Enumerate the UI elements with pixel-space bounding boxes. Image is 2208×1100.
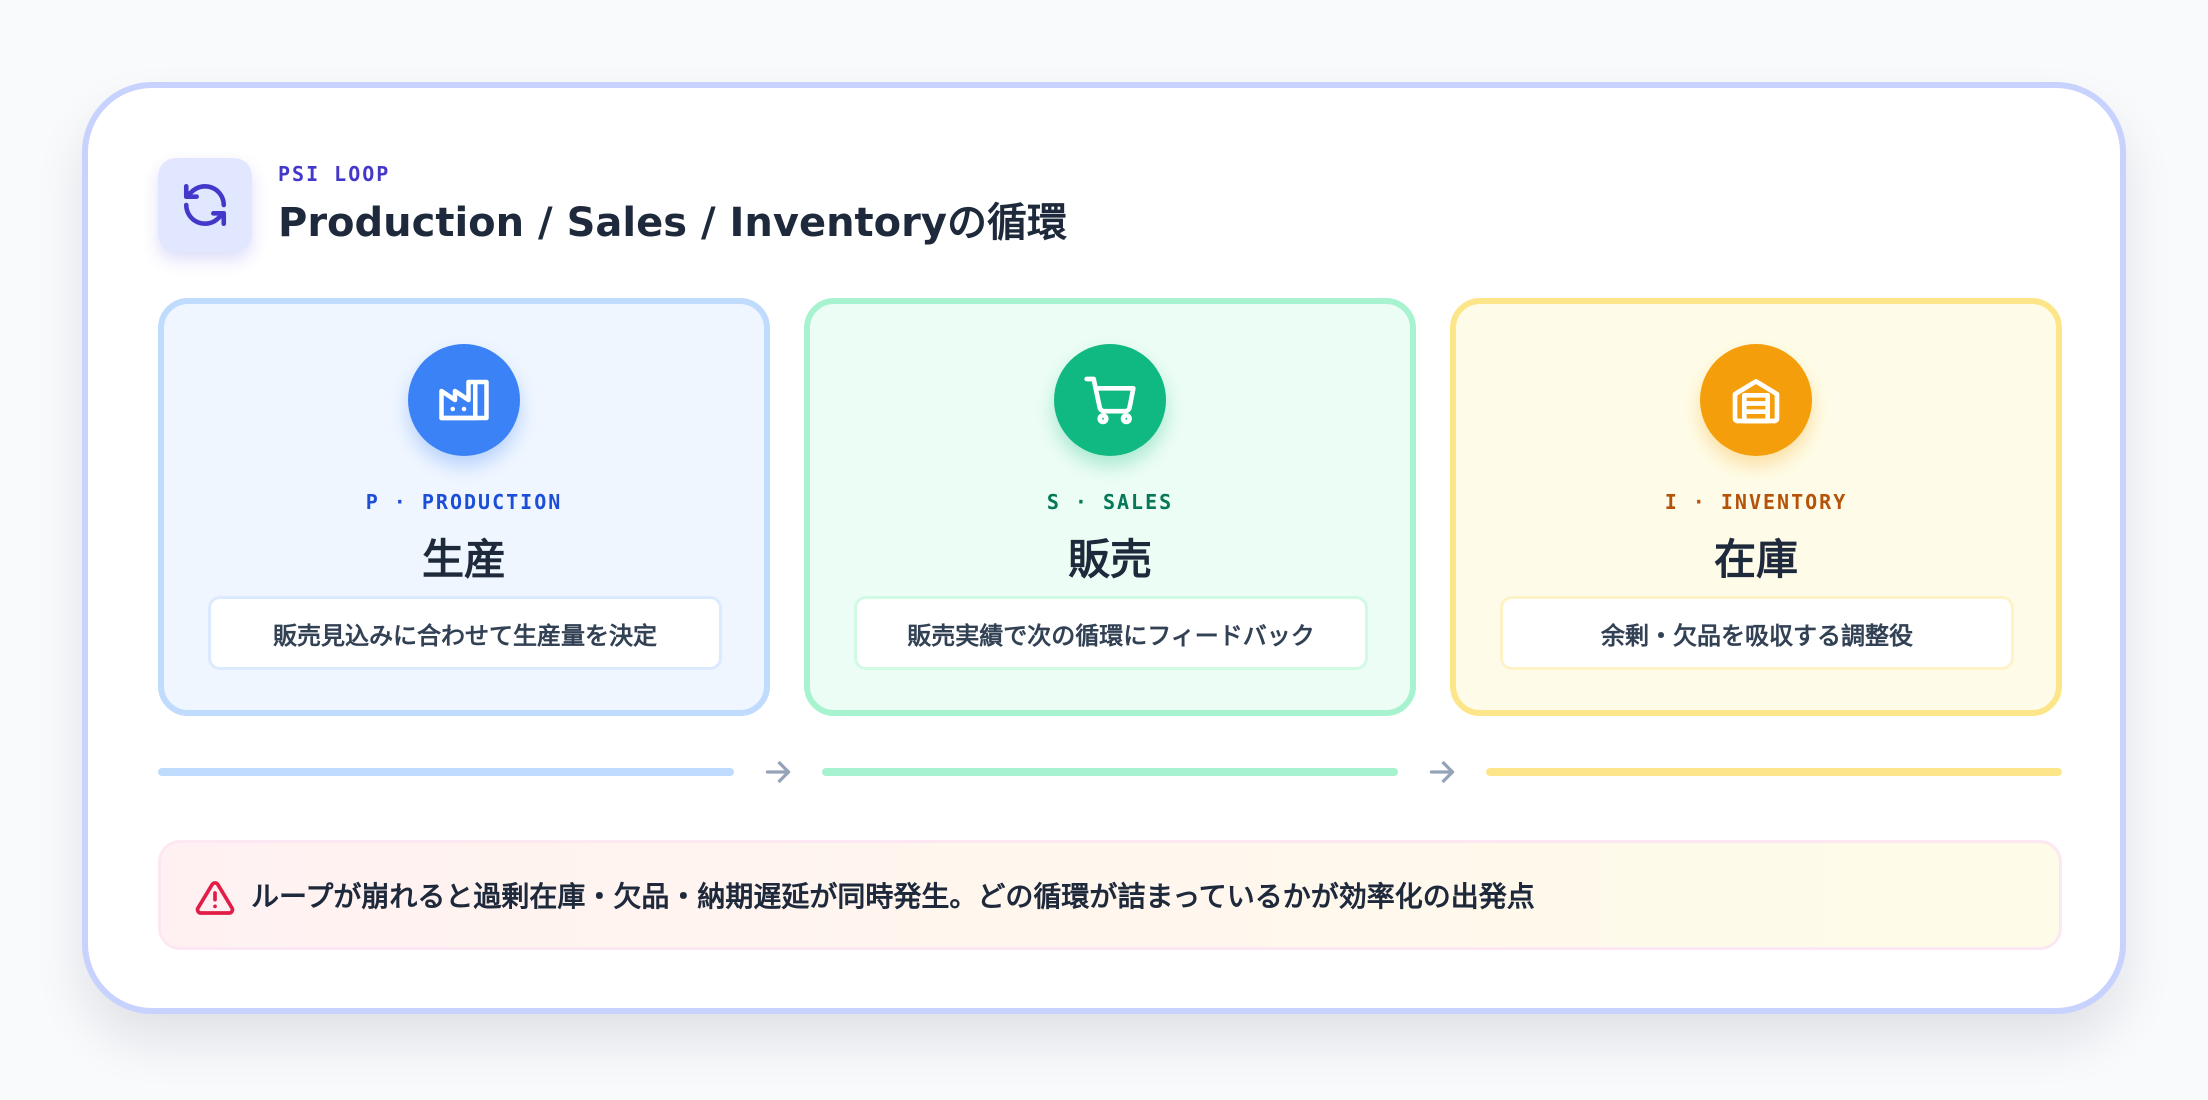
warning-callout: ループが崩れると過剰在庫・欠品・納期遅延が同時発生。どの循環が詰まっているかが効… [158, 840, 2062, 950]
arrow-right-icon [760, 754, 796, 790]
stage-tag: S · SALES [1046, 490, 1174, 514]
stage-name: 販売 [1067, 535, 1152, 584]
stage-name: 生産 [421, 535, 506, 584]
stage-description: 販売見込みに合わせて生産量を決定 [208, 596, 722, 670]
page-title: Production / Sales / Inventoryの循環 [278, 200, 1067, 246]
refresh-cycle-icon [158, 158, 252, 252]
stage-sales-card: S · SALES 販売 販売実績で次の循環にフィードバック [804, 298, 1416, 716]
stage-production-card: P · PRODUCTION 生産 販売見込みに合わせて生産量を決定 [158, 298, 770, 716]
alert-triangle-icon [195, 878, 235, 918]
arrow-right-icon [1424, 754, 1460, 790]
stage-tag: P · PRODUCTION [365, 490, 563, 514]
flow-bar-sales [822, 768, 1398, 776]
stage-description: 販売実績で次の循環にフィードバック [854, 596, 1368, 670]
flow-bar-inventory [1486, 768, 2062, 776]
warehouse-icon [1700, 344, 1812, 456]
eyebrow-label: PSI LOOP [278, 162, 391, 186]
stage-inventory-card: I · INVENTORY 在庫 余剰・欠品を吸収する調整役 [1450, 298, 2062, 716]
flow-bar-production [158, 768, 734, 776]
stage-name: 在庫 [1713, 535, 1798, 584]
stage-tag: I · INVENTORY [1664, 490, 1848, 514]
cart-icon [1054, 344, 1166, 456]
warning-text: ループが崩れると過剰在庫・欠品・納期遅延が同時発生。どの循環が詰まっているかが効… [251, 880, 1535, 913]
stage-description: 余剰・欠品を吸収する調整役 [1500, 596, 2014, 670]
factory-icon [408, 344, 520, 456]
psi-loop-card: PSI LOOP Production / Sales / Inventoryの… [82, 82, 2126, 1014]
